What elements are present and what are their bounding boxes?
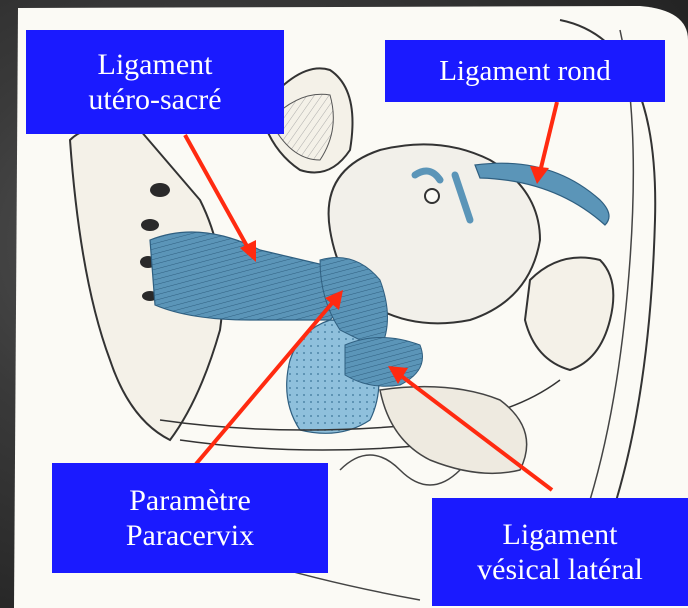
- label-ligament-utero-sacre-line1: Ligament: [98, 47, 213, 82]
- label-parametre-line1: Paramètre: [129, 483, 251, 518]
- label-vesical-line1: Ligament: [503, 517, 618, 552]
- label-ligament-utero-sacre: Ligament utéro-sacré: [26, 30, 284, 134]
- label-ligament-utero-sacre-line2: utéro-sacré: [88, 82, 221, 117]
- label-parametre-paracervix: Paramètre Paracervix: [52, 463, 328, 573]
- uterine-vessel: [425, 189, 439, 203]
- label-ligament-rond: Ligament rond: [385, 40, 665, 102]
- label-vesical-line2: vésical latéral: [477, 552, 643, 587]
- label-ligament-rond-text: Ligament rond: [439, 54, 611, 88]
- label-ligament-vesical-lateral: Ligament vésical latéral: [432, 498, 688, 606]
- label-parametre-line2: Paracervix: [126, 518, 254, 553]
